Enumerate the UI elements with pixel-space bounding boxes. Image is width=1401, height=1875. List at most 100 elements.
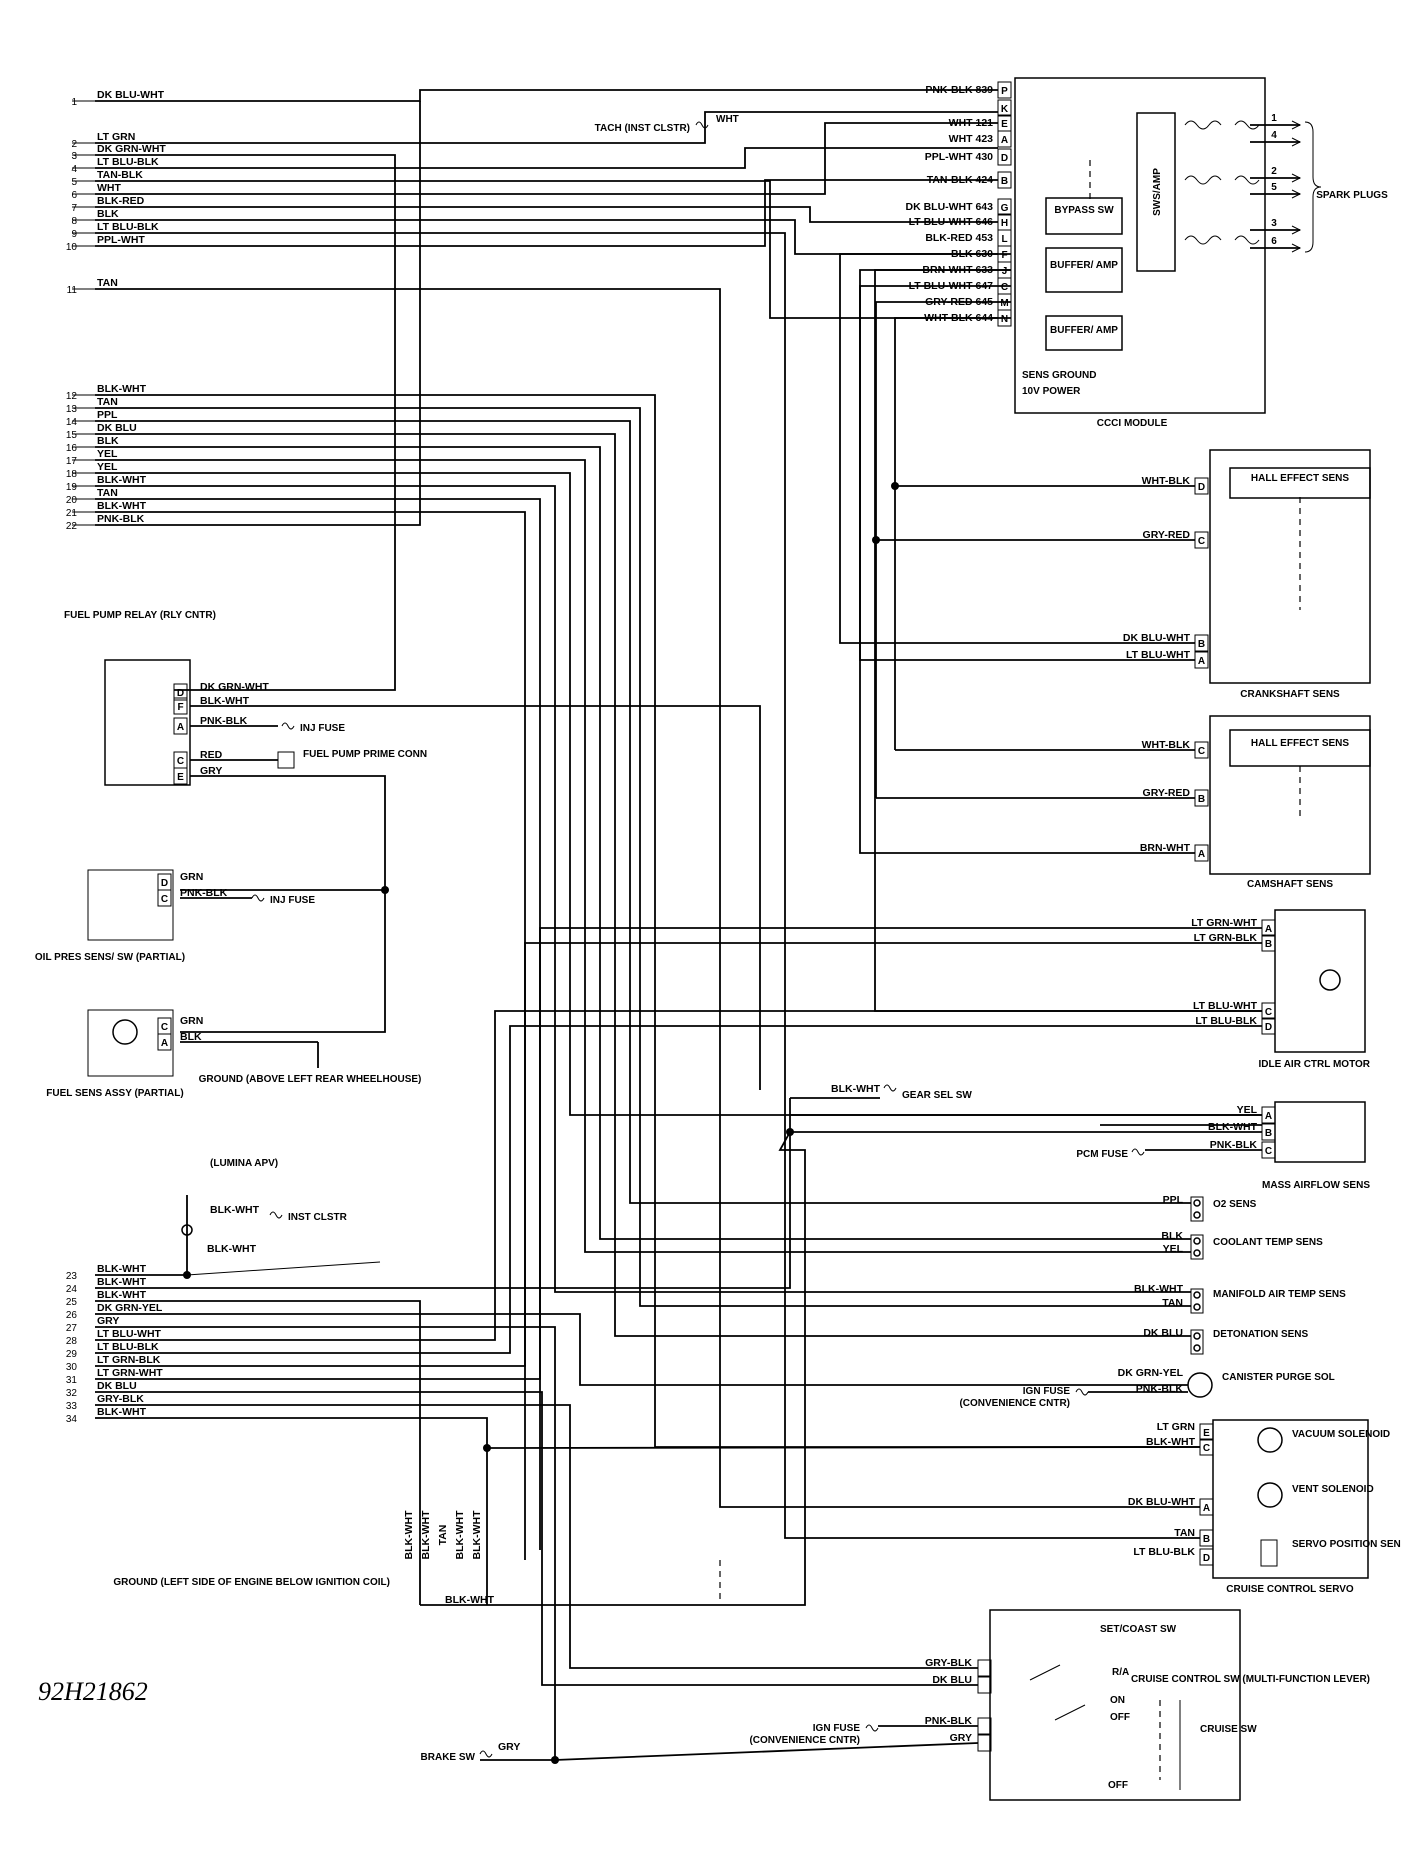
cruise-switch-box	[989, 1609, 1241, 1801]
off2-label: OFF	[1108, 1780, 1128, 1791]
maf-wire-label: YEL	[1237, 1104, 1258, 1116]
pcm-pin-number: 23	[66, 1271, 78, 1282]
iac-b	[95, 942, 1262, 1367]
iac-d	[95, 1025, 1262, 1354]
maf-box	[1274, 1101, 1366, 1163]
servo-A-pin-letter: A	[1203, 1503, 1210, 1514]
pcm-pin-number: 28	[66, 1336, 78, 1347]
cam-wire-label: WHT-BLK	[1142, 739, 1191, 751]
pcm33-gry-blk	[95, 1404, 978, 1669]
relay-C-pin-letter: C	[177, 756, 184, 767]
fuelsens-A-pin-box	[157, 1033, 172, 1051]
pcm-fuse-label: PCM FUSE	[1076, 1149, 1128, 1160]
maf-wire-label: PNK-BLK	[1210, 1139, 1258, 1151]
ign-fuse-loc-label: (CONVENIENCE CNTR)	[959, 1398, 1070, 1409]
cruise-sw-wire-label: GRY	[950, 1732, 972, 1744]
servo-wire-label: BLK-WHT	[1146, 1436, 1196, 1448]
power-label: 10V POWER	[1022, 386, 1081, 397]
lumina-apv-label: (LUMINA APV)	[210, 1158, 278, 1169]
coolant-wire-label: BLK	[1161, 1230, 1183, 1242]
ign-fuse-label: IGN FUSE	[1023, 1386, 1071, 1397]
servo-wire-label: DK BLU-WHT	[1128, 1496, 1196, 1508]
spark-plug-number: 3	[1271, 218, 1277, 229]
coil-winding	[1234, 120, 1260, 130]
pcm13-tan	[95, 407, 1191, 1307]
cruise-sw-wire-label: GRY-BLK	[925, 1657, 972, 1669]
fuel-pump-relay-box	[104, 659, 191, 786]
inst-fuse-symbol	[269, 1211, 283, 1219]
ccci-M-pin-letter: M	[1000, 298, 1008, 309]
relay-A-pin-box	[173, 717, 188, 735]
maf-title: MASS AIRFLOW SENS	[1262, 1180, 1370, 1191]
mat-sensor-terminal	[1193, 1291, 1201, 1299]
mat-sensor-terminal	[1193, 1303, 1201, 1311]
cam-wire-label: BRN-WHT	[1140, 842, 1191, 854]
spark-plugs-brace	[1304, 121, 1322, 253]
canister-purge-solenoid	[1187, 1372, 1213, 1398]
fuel-sens-ground-label: GROUND (ABOVE LEFT REAR WHEELHOUSE)	[199, 1074, 422, 1085]
relay-D-pin-letter: D	[177, 688, 184, 699]
servo-A-pin-box	[1199, 1498, 1214, 1516]
ccci-F-pin-letter: F	[1001, 250, 1007, 261]
relay-wire-label: BLK-WHT	[200, 695, 250, 707]
tach-wire-label: WHT	[716, 114, 739, 125]
coolant-sensor-connector	[1190, 1234, 1204, 1260]
oil-pressure-title: OIL PRES SENS/ SW (PARTIAL)	[35, 952, 185, 963]
pcm-pin-3-wire-label: DK GRN-WHT	[97, 143, 166, 155]
pcm-pin-number: 16	[66, 443, 78, 454]
cruise-switch-title: CRUISE CONTROL SW (MULTI-FUNCTION LEVER)	[1131, 1674, 1370, 1685]
inj-fuse-symbol	[281, 722, 295, 730]
servo-B-pin-box	[1199, 1529, 1214, 1547]
mat-wire-label: TAN	[1162, 1297, 1183, 1309]
spark-plugs-label: SPARK PLUGS	[1316, 190, 1388, 201]
pcm-pin-number: 6	[71, 190, 77, 201]
relay-wire-label: GRY	[200, 765, 222, 777]
fuelsens-wire-label: BLK	[180, 1031, 202, 1043]
pcm-pin-number: 19	[66, 482, 78, 493]
vent-solenoid-label: VENT SOLENOID	[1292, 1484, 1374, 1495]
crank-wire-label: LT BLU-WHT	[1126, 649, 1191, 661]
coil-winding	[1184, 235, 1222, 245]
pcm-pin-32-wire-label: DK BLU	[97, 1380, 137, 1392]
engine-ground-wire-label: BLK-WHT	[445, 1594, 495, 1606]
cruise-servo-box	[1212, 1419, 1369, 1579]
ccci-wire-label: LT BLU-WHT 646	[909, 216, 994, 228]
servo-E-pin-box	[1199, 1423, 1214, 1441]
on-label: ON	[1110, 1695, 1125, 1706]
iac-wire-label: LT GRN-WHT	[1191, 917, 1257, 929]
crankshaft-sensor-title: CRANKSHAFT SENS	[1240, 689, 1340, 700]
pcm-pin-number: 29	[66, 1349, 78, 1360]
pcm8-blk	[95, 219, 998, 255]
servo-E-pin-letter: E	[1203, 1428, 1210, 1439]
servo-wire-label: LT BLU-BLK	[1133, 1546, 1195, 1558]
pcm-pin-34-wire-label: BLK-WHT	[97, 1406, 147, 1418]
cam-A-pin-letter: A	[1198, 849, 1205, 860]
relay-wire-label: RED	[200, 749, 223, 761]
fuelsens-A-pin-letter: A	[161, 1038, 168, 1049]
pcm-pin-number: 3	[71, 151, 77, 162]
apv-wire-label: BLK-WHT	[210, 1204, 260, 1216]
arrow-head	[1291, 137, 1302, 147]
crank-wire-label: WHT-BLK	[1142, 475, 1191, 487]
maf-B-pin-letter: B	[1265, 1128, 1272, 1139]
crank-wire-label: GRY-RED	[1143, 529, 1191, 541]
pcm-pin-number: 12	[66, 391, 78, 402]
iac-C-pin-letter: C	[1265, 1007, 1272, 1018]
servo-wire-label: LT GRN	[1157, 1421, 1195, 1433]
pcm-pin-19-wire-label: BLK-WHT	[97, 474, 147, 486]
ccci-wire-label: PPL-WHT 430	[925, 151, 993, 163]
brake-fuse-symbol	[479, 1750, 493, 1758]
apv-wire2-label: BLK-WHT	[207, 1243, 257, 1255]
relay-wire-label: PNK-BLK	[200, 715, 248, 727]
pcm26-dk-grn-yel	[95, 1313, 1188, 1386]
detonation-sensor-connector	[1190, 1329, 1204, 1355]
pcm25-ground	[95, 1300, 421, 1605]
coolant-sensor-terminal	[1193, 1249, 1201, 1257]
ccci-P-pin-box	[997, 81, 1012, 99]
pcm-pin-14-wire-label: PPL	[97, 409, 118, 421]
pcm-pin-33-wire-label: GRY-BLK	[97, 1393, 144, 1405]
servo-blk-wht	[486, 1446, 1201, 1449]
relay-F-pin-box	[173, 697, 188, 715]
